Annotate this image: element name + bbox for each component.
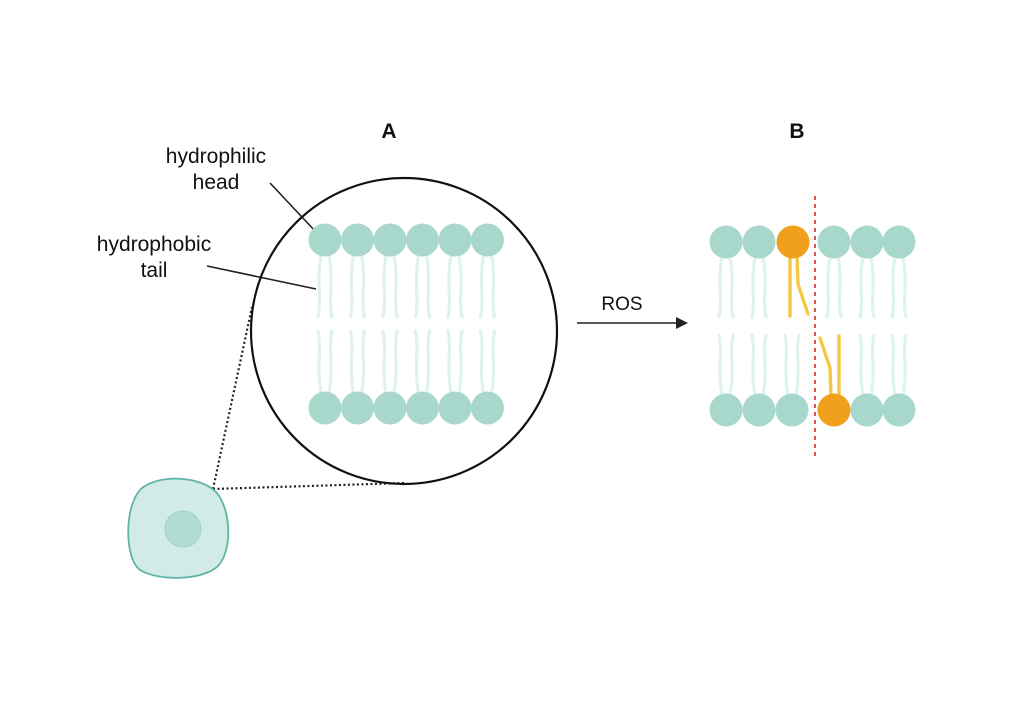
lipid-tail: [728, 255, 735, 319]
lipid-tail: [327, 253, 334, 319]
lipid-head: [373, 223, 407, 257]
lipid-tail: [392, 253, 399, 319]
lipid-head: [438, 223, 472, 257]
lipid-head: [341, 223, 374, 257]
lipid-tail: [348, 329, 356, 395]
lipid-head: [742, 393, 776, 427]
hydrophilic-label: hydrophilic: [166, 145, 266, 168]
lipid-tail: [717, 333, 724, 397]
lipid-tail: [381, 253, 388, 319]
panel-a-bilayer: [308, 223, 504, 425]
lipid-tail: [836, 255, 843, 319]
zoom-line-top: [211, 306, 254, 490]
lipid-head: [882, 393, 916, 427]
lipid-tail: [392, 329, 399, 395]
lipid-tail: [457, 329, 464, 395]
lipid-tail: [858, 255, 865, 319]
nucleus: [164, 510, 202, 548]
lipid-head: [882, 225, 916, 259]
lipid-head: [709, 225, 743, 259]
lipid-tail: [750, 255, 757, 319]
magnifier-circle: [249, 176, 559, 486]
lipid-tail: [316, 253, 323, 319]
lipid-tail: [457, 253, 464, 319]
lipid-tail: [348, 253, 356, 319]
lipid-tail: [381, 329, 388, 395]
lipid-tail: [489, 253, 497, 319]
lipid-head: [406, 391, 439, 425]
lipid-head: [471, 391, 504, 425]
head-leader-line: [269, 182, 317, 233]
lipid-tail: [424, 253, 432, 319]
panel-b-bilayer: [709, 225, 916, 427]
lipid-tail: [446, 329, 453, 395]
oxidized-tail: [795, 254, 810, 316]
lipid-head: [308, 223, 342, 257]
lipid-tail: [858, 333, 865, 397]
tail-label: tail: [141, 259, 168, 282]
oxidized-lipid-head: [776, 225, 810, 259]
zoom-line-bottom: [212, 481, 406, 491]
lipid-head: [850, 225, 884, 259]
lipid-tail: [890, 255, 897, 319]
lipid-tail: [316, 329, 323, 395]
lipid-tail: [794, 333, 801, 397]
oxidized-tail: [818, 336, 833, 398]
lipid-tail: [783, 333, 790, 397]
lipid-tail: [728, 333, 735, 397]
lipid-tail: [761, 333, 768, 397]
lipid-tail: [446, 253, 453, 319]
lipid-tail: [761, 255, 768, 319]
panel-b-title: B: [789, 120, 804, 143]
ros-label: ROS: [601, 294, 642, 315]
lipid-tail: [413, 329, 421, 395]
lipid-head: [438, 391, 472, 425]
lipid-head: [817, 225, 851, 259]
head-label: head: [193, 171, 240, 194]
lipid-tail: [750, 333, 757, 397]
lipid-head: [308, 391, 342, 425]
lipid-head: [775, 393, 809, 427]
lipid-head: [850, 393, 884, 427]
lipid-tail: [327, 329, 334, 395]
lipid-head: [742, 225, 776, 259]
lipid-tail: [424, 329, 432, 395]
ros-arrow-head: [676, 317, 688, 329]
panel-a-title: A: [381, 120, 396, 143]
lipid-tail: [478, 329, 486, 395]
lipid-tail: [359, 329, 367, 395]
lipid-tail: [869, 333, 876, 397]
lipid-tail: [478, 253, 486, 319]
lipid-tail: [413, 253, 421, 319]
lipid-head: [373, 391, 407, 425]
lipid-tail: [901, 255, 908, 319]
oxidized-lipid-head: [817, 393, 851, 427]
lipid-head: [709, 393, 743, 427]
lipid-tail: [825, 255, 832, 319]
lipid-tail: [489, 329, 497, 395]
lipid-tail: [869, 255, 876, 319]
lipid-tail: [359, 253, 367, 319]
hydrophobic-label: hydrophobic: [97, 233, 211, 256]
lipid-head: [471, 223, 504, 257]
lipid-tail: [901, 333, 908, 397]
lipid-head: [341, 391, 374, 425]
lipid-head: [406, 223, 439, 257]
lipid-tail: [890, 333, 897, 397]
lipid-tail: [717, 255, 724, 319]
